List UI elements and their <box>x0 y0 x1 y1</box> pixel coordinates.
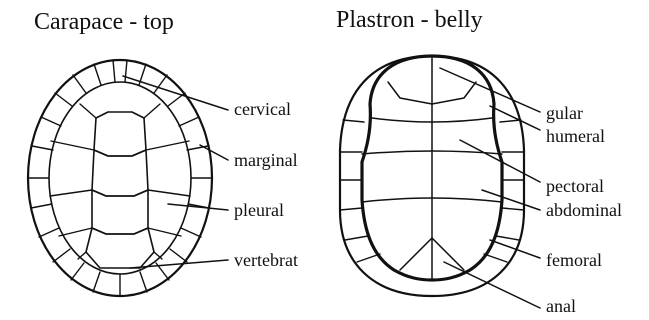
plastron-scute-seams <box>362 58 502 278</box>
vertebral-scutes <box>86 112 154 268</box>
marginal-label: marginal <box>234 151 298 169</box>
pectoral-label: pectoral <box>546 177 604 195</box>
plastron-drawing <box>340 56 540 308</box>
humeral-label: humeral <box>546 127 605 145</box>
gular-label: gular <box>546 104 583 122</box>
pleural-label: pleural <box>234 201 284 219</box>
pleural-dividers <box>50 104 190 259</box>
femoral-label: femoral <box>546 251 602 269</box>
abdominal-label: abdominal <box>546 201 622 219</box>
carapace-inner-rim <box>49 82 191 274</box>
cervical-label: cervical <box>234 100 291 118</box>
vertebral-label: vertebrat <box>234 251 298 269</box>
carapace-drawing <box>28 60 228 296</box>
anal-label: anal <box>546 297 576 315</box>
